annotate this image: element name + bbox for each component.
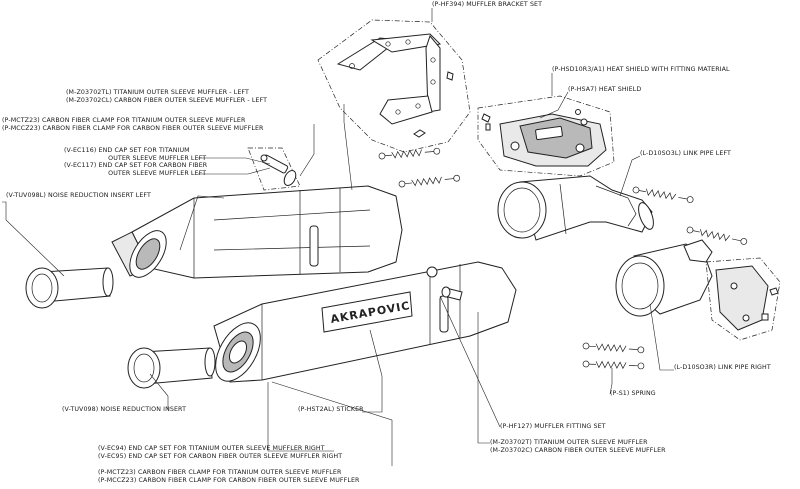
leader-lines <box>2 8 674 466</box>
label-muffler-bracket-set: (P-HF394) MUFFLER BRACKET SET <box>432 1 543 8</box>
link-pipe-left <box>497 175 654 241</box>
muffler-left <box>111 185 403 279</box>
label-end-cap-left: (V-EC116) END CAP SET FOR TITANIUM OUTER… <box>64 147 208 177</box>
label-link-pipe-right: (L-D10SO3R) LINK PIPE RIGHT <box>674 364 771 371</box>
label-muffler-left: (M-Z03702TL) TITANIUM OUTER SLEEVE MUFFL… <box>66 89 268 104</box>
label-link-pipe-left: (L-D10SO3L) LINK PIPE LEFT <box>640 150 731 157</box>
end-cap-bolt-left <box>247 147 301 191</box>
label-clamp-left: (P-MCTZ23) CARBON FIBER CLAMP FOR TITANI… <box>2 117 264 132</box>
label-spring: (P-S1) SPRING <box>610 390 656 397</box>
noise-insert-left <box>25 267 114 309</box>
noise-insert-right <box>127 347 216 389</box>
heat-shield-with-fitting <box>477 95 615 177</box>
muffler-bracket-set <box>317 19 471 153</box>
label-insert-left: (V-TUV098L) NOISE REDUCTION INSERT LEFT <box>6 192 151 199</box>
fitting-bolt-right <box>426 266 463 301</box>
label-fitting-set: (P-HF127) MUFFLER FITTING SET <box>500 423 606 430</box>
label-heat-shield: (P-HSA7) HEAT SHIELD <box>568 86 642 93</box>
muffler-right <box>213 261 517 383</box>
label-insert-right: (V-TUV098) NOISE REDUCTION INSERT <box>62 406 187 413</box>
label-end-cap-right: (V-EC94) END CAP SET FOR TITANIUM OUTER … <box>98 445 343 460</box>
label-sticker: (P-HST2AL) STICKER <box>298 406 364 413</box>
link-pipe-right <box>615 239 781 341</box>
springs <box>378 147 748 370</box>
label-muffler-right: (M-Z03702T) TITANIUM OUTER SLEEVE MUFFLE… <box>490 439 666 454</box>
label-clamp-right: (P-MCTZ23) CARBON FIBER CLAMP FOR TITANI… <box>98 469 360 484</box>
label-heat-shield-with-fitting: (P-HSD10R3/A1) HEAT SHIELD WITH FITTING … <box>552 66 730 73</box>
